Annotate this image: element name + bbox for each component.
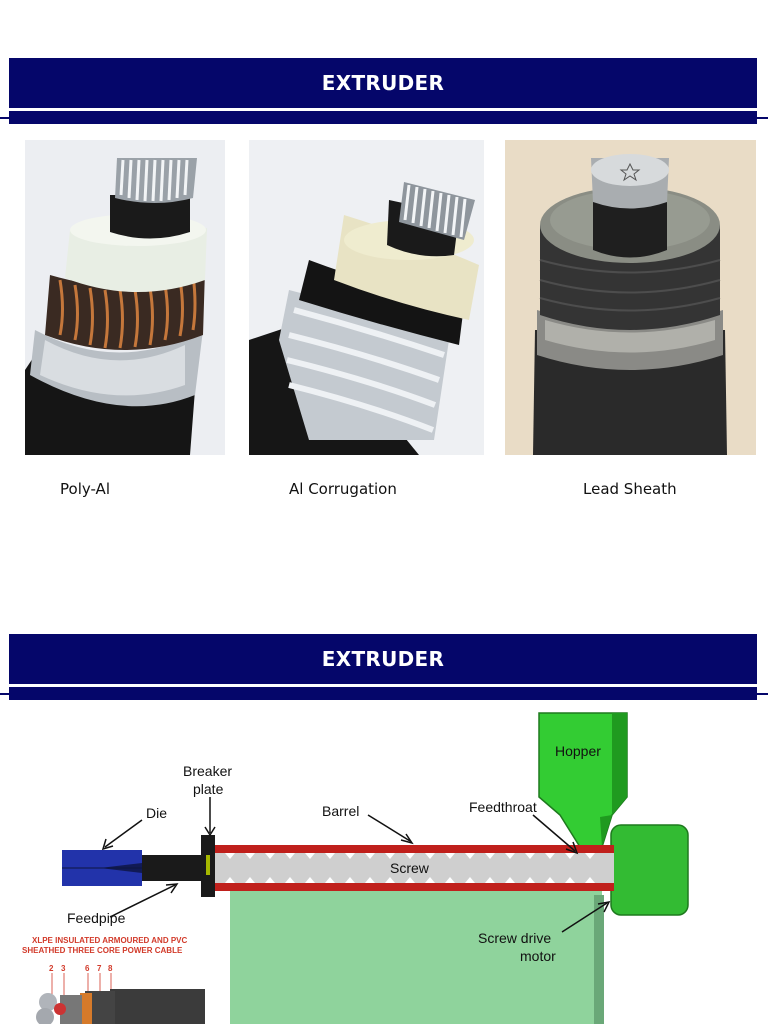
screw-label: Screw: [390, 860, 430, 876]
slide1-title: EXTRUDER: [321, 71, 445, 95]
barrel-label: Barrel: [322, 803, 359, 819]
slide1-band: [9, 111, 757, 124]
caption-al-corrugation: Al Corrugation: [289, 480, 397, 498]
extruder-base: [230, 890, 602, 1024]
feedthroat-label: Feedthroat: [469, 799, 537, 815]
inset-number: 3: [61, 964, 66, 973]
lead-sheath-cable-photo: [505, 140, 756, 455]
cable-inset: XLPE INSULATED ARMOURED AND PVC SHEATHED…: [22, 936, 205, 1024]
feedpipe-label: Feedpipe: [67, 910, 126, 926]
slide2-title: EXTRUDER: [321, 647, 445, 671]
slide2-band: [9, 687, 757, 700]
leader-lines: [101, 797, 611, 933]
barrel: [214, 845, 614, 891]
inset-number: 2: [49, 964, 54, 973]
hopper: [538, 712, 628, 848]
inset-title-line1: XLPE INSULATED ARMOURED AND PVC: [32, 936, 187, 945]
slide1-title-banner: EXTRUDER: [9, 58, 757, 108]
extruder-diagram: Hopper Screw: [22, 712, 689, 1024]
motor-label-line1: Screw drive: [478, 930, 551, 946]
inset-title-line2: SHEATHED THREE CORE POWER CABLE: [22, 946, 183, 955]
screw-drive-motor: [610, 824, 689, 916]
feedpipe: [140, 855, 202, 881]
caption-lead-sheath: Lead Sheath: [583, 480, 677, 498]
hopper-label: Hopper: [555, 743, 601, 759]
inset-number: 6: [85, 964, 90, 973]
motor-label-line2: motor: [520, 948, 556, 964]
al-corrugation-cable-photo: [249, 140, 484, 455]
breaker-label-line2: plate: [193, 781, 224, 797]
poly-al-cable-photo: [25, 140, 225, 455]
caption-poly-al: Poly-Al: [60, 480, 110, 498]
die-label: Die: [146, 805, 167, 821]
die: [62, 850, 142, 886]
slide2-title-banner: EXTRUDER: [9, 634, 757, 684]
inset-number: 7: [97, 964, 102, 973]
inset-number: 8: [108, 964, 113, 973]
breaker-label-line1: Breaker: [183, 763, 232, 779]
